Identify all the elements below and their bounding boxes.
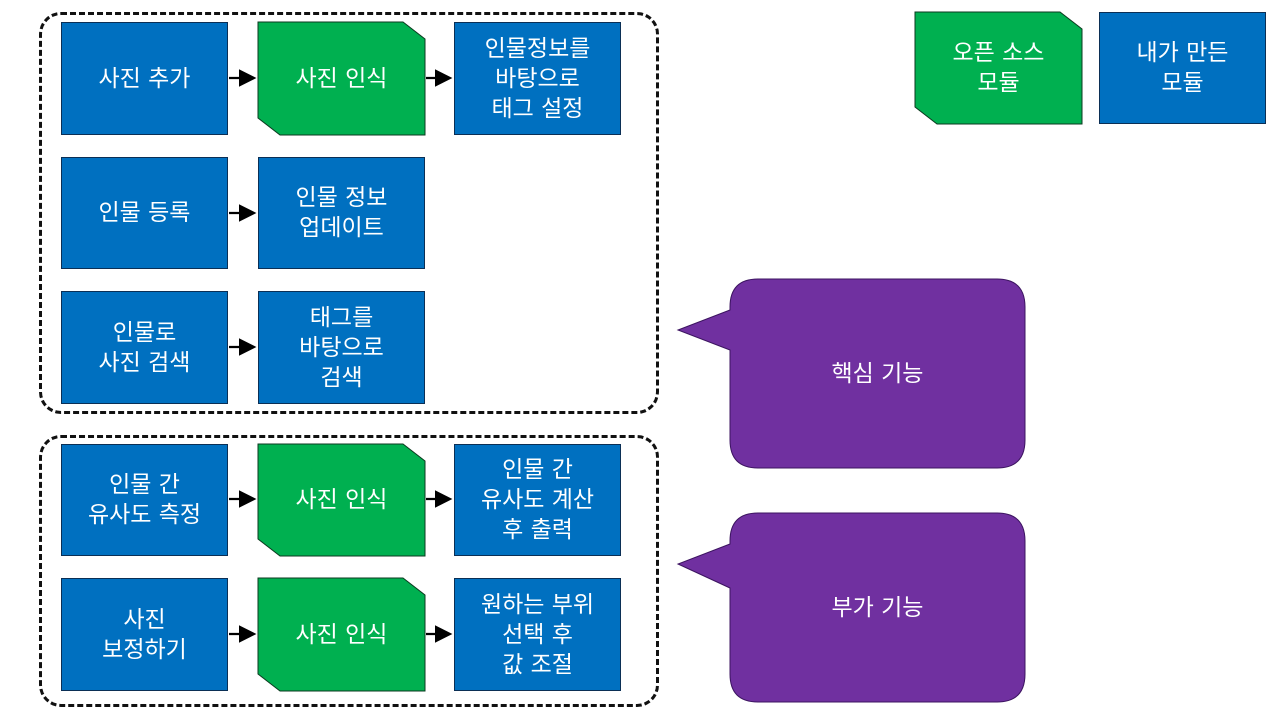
tag-setting-box: 인물정보를 바탕으로 태그 설정 [454, 22, 621, 135]
photo-add-box: 사진 추가 [61, 22, 228, 135]
value-adjust-box: 원하는 부위 선택 후 값 조절 [454, 578, 621, 691]
person-register-box: 인물 등록 [61, 157, 228, 269]
legend-my-module: 내가 만든 모듈 [1099, 12, 1266, 124]
legend-open-source-module: 오픈 소스 모듈 [915, 12, 1082, 124]
photo-recognition-box-3: 사진 인식 [258, 578, 425, 691]
photo-recognition-box-2: 사진 인식 [258, 444, 425, 556]
search-by-person-box: 인물로 사진 검색 [61, 291, 228, 404]
core-callout-label: 핵심 기능 [831, 360, 924, 387]
similarity-output-box: 인물 간 유사도 계산 후 출력 [454, 444, 621, 556]
similarity-measure-box: 인물 간 유사도 측정 [61, 444, 228, 556]
photo-correction-box: 사진 보정하기 [61, 578, 228, 691]
person-info-update-box: 인물 정보 업데이트 [258, 157, 425, 269]
extra-callout-label: 부가 기능 [831, 594, 924, 621]
extra-features-group [39, 435, 659, 707]
core-features-group [39, 12, 659, 414]
photo-recognition-box: 사진 인식 [258, 22, 425, 135]
search-by-tag-box: 태그를 바탕으로 검색 [258, 291, 425, 404]
